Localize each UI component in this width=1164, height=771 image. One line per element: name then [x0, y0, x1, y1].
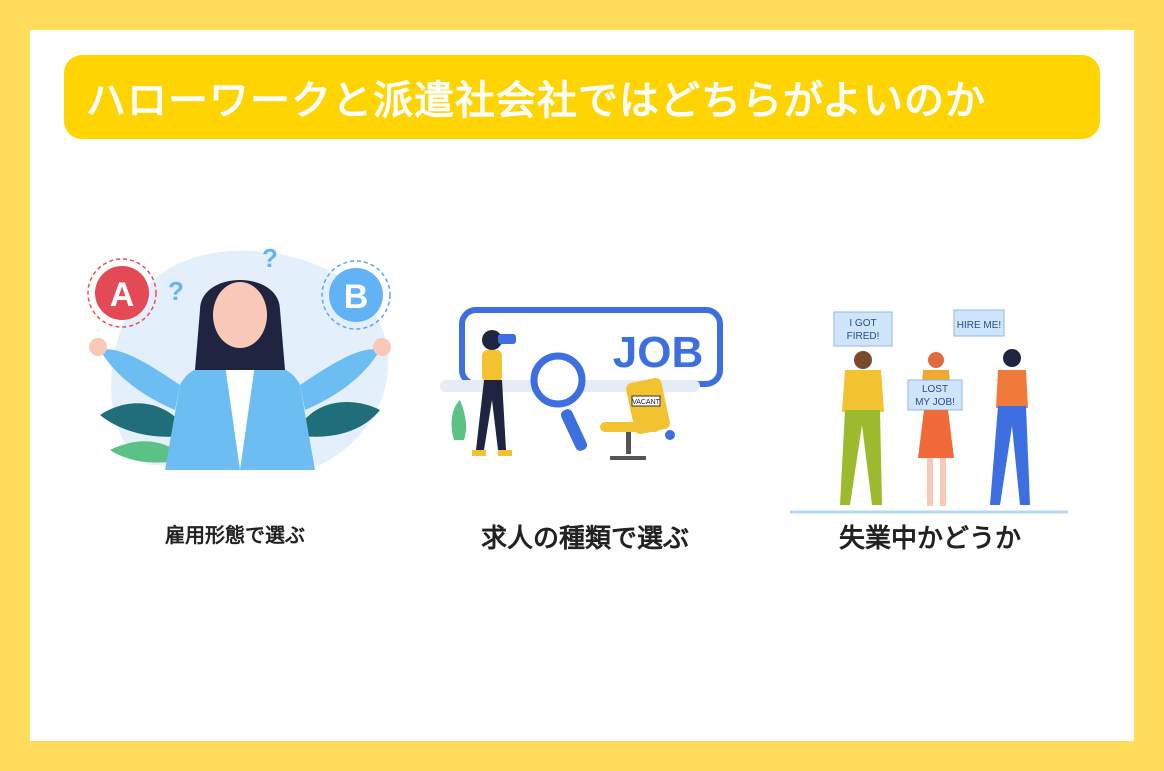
- sign-hire: HIRE ME!: [957, 320, 1001, 331]
- office-chair-icon: VACANT: [600, 377, 670, 460]
- caption-employment-type: 雇用形態で選ぶ: [165, 523, 305, 547]
- job-search-illustration: JOB VACANT: [440, 307, 723, 460]
- caption-unemployed: 失業中かどうか: [838, 524, 1021, 554]
- job-board: JOB: [440, 307, 723, 392]
- magnifier-icon: [530, 352, 588, 451]
- sign-fired-line2: FIRED!: [847, 331, 880, 342]
- title-banner: ハローワークと派遣社会社ではどちらがよいのか: [64, 55, 1100, 139]
- caption-job-type: 求人の種類で選ぶ: [480, 524, 689, 554]
- plant-left-icon: [100, 403, 190, 463]
- question-marks-icon: ? ?: [168, 243, 278, 306]
- svg-text:B: B: [344, 278, 369, 316]
- page-title: ハローワークと派遣社会社ではどちらがよいのか: [86, 78, 986, 124]
- job-sign-text: JOB: [613, 328, 703, 377]
- protester-woman-right: HIRE ME!: [953, 309, 1030, 505]
- badge-a: A: [87, 258, 157, 328]
- badge-b: B: [321, 260, 391, 330]
- sign-lost-line1: LOST: [922, 384, 948, 395]
- binocular-person-figure: [451, 330, 516, 456]
- woman-figure: [89, 280, 391, 470]
- protester-man: I GOT FIRED!: [833, 311, 893, 505]
- plant-right-icon: [295, 402, 380, 437]
- sign-fired-line1: I GOT: [849, 318, 876, 329]
- protest-illustration: I GOT FIRED! LOST MY JOB! HIRE ME!: [790, 309, 1068, 514]
- choice-illustration: A B ? ?: [87, 243, 391, 470]
- protester-woman-center: LOST MY JOB!: [907, 352, 963, 506]
- vacant-tag: VACANT: [632, 399, 661, 406]
- svg-text:?: ?: [262, 243, 278, 273]
- svg-text:?: ?: [168, 276, 184, 306]
- svg-text:A: A: [110, 276, 135, 314]
- sign-lost-line2: MY JOB!: [915, 397, 955, 408]
